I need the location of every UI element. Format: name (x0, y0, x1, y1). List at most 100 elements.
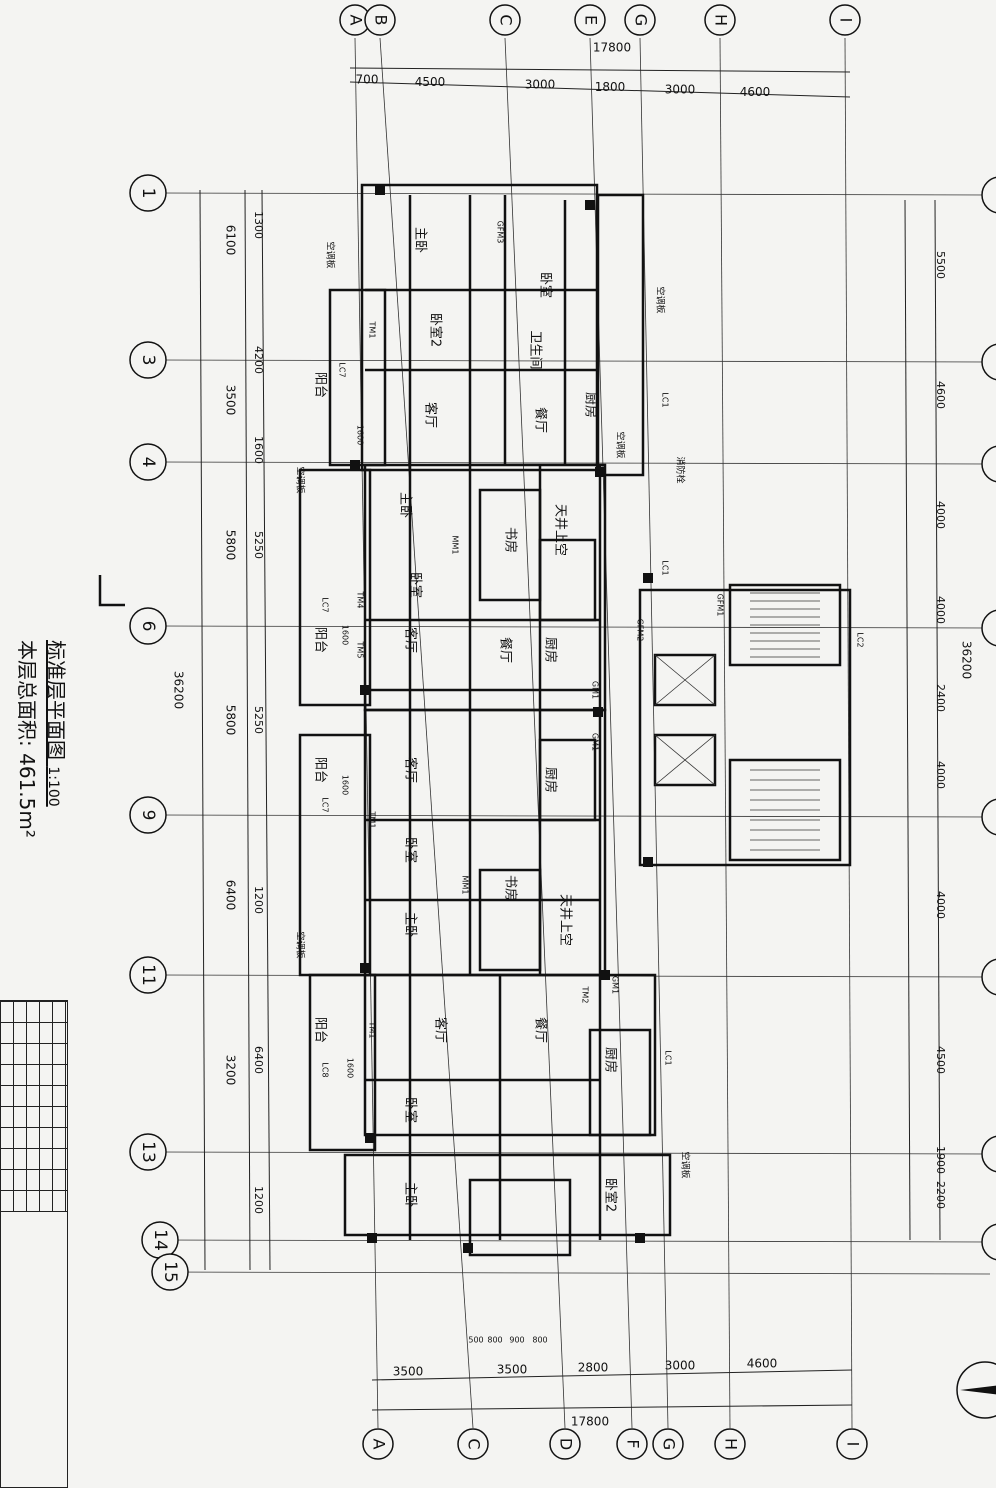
wall-outline (343, 1153, 672, 1237)
axis-label-top: A (347, 15, 366, 26)
column (365, 1133, 375, 1143)
dim-left-inner: 1200 (252, 886, 265, 914)
axis-bubble (714, 1428, 746, 1460)
section-mark (98, 575, 125, 607)
axis-bubble-right (981, 609, 996, 647)
axis-bubble (489, 4, 521, 36)
axis-bubble (624, 4, 656, 36)
door-window-tag: GFM3 (496, 221, 505, 244)
room-label: 空调板 (295, 931, 307, 958)
door-window-tag: 1600 (346, 1058, 355, 1078)
room-label: 书房 (503, 875, 519, 901)
axis-bubble-right (981, 343, 996, 381)
door-window-tag: MM1 (451, 536, 460, 555)
room-label: 空调板 (615, 431, 627, 458)
room-label: 卧室2 (428, 313, 444, 347)
plan-name: 标准层平面图 (44, 640, 68, 760)
axis-bubble-right (981, 798, 996, 836)
door-window-tag: GM1 (611, 976, 620, 994)
dim-top: 4600 (740, 85, 771, 99)
column (463, 1243, 473, 1253)
axis-label-left: 3 (138, 355, 158, 366)
north-arrow-icon (956, 1361, 996, 1419)
dim-right: 4500 (934, 1046, 947, 1074)
room-label: 阳台 (313, 372, 328, 398)
dim-line-total (199, 189, 206, 1271)
door-window-tag: MM1 (461, 876, 470, 895)
plan-scale: 1:100 (45, 766, 61, 807)
grid-line (159, 1239, 991, 1243)
dim-left-outer: 6400 (224, 880, 238, 911)
room-label: 主卧 (413, 227, 428, 253)
axis-bubble-right (981, 1135, 996, 1173)
room-label: 主卧 (398, 492, 413, 518)
dim-top: 3000 (665, 83, 696, 97)
door-window-tag: LC1 (661, 560, 670, 575)
door-window-tag: TM1 (368, 811, 377, 829)
dim-right: 2200 (934, 1181, 947, 1209)
room-label: 卧室 (403, 837, 419, 863)
axis-bubble (574, 4, 606, 36)
wall-outline (298, 733, 372, 977)
column (643, 573, 653, 583)
room-label: 消防栓 (675, 456, 687, 483)
column (360, 963, 370, 973)
door-window-tag: TM1 (368, 1021, 377, 1039)
dim-right: 4000 (934, 596, 947, 624)
dim-left-inner: 4200 (252, 346, 265, 374)
plan-title: 标准层平面图 1:100 本层总面积: 461.5m² (14, 640, 72, 838)
room-label: 天井上空 (558, 894, 573, 946)
grid-line (159, 1271, 991, 1275)
grid-line (159, 461, 991, 465)
room-label: 厨房 (543, 637, 559, 663)
column (350, 460, 360, 470)
door-window-tag: GFM2 (636, 619, 645, 642)
room-label: 厨房 (603, 1047, 619, 1073)
axis-bubble (652, 1428, 684, 1460)
dim-right: 5500 (934, 251, 947, 279)
axis-bubble (129, 607, 167, 645)
door-window-tag: GFM1 (716, 594, 725, 617)
axis-label-left: 4 (138, 457, 158, 468)
room-label: 阳台 (313, 627, 328, 653)
grid-line (159, 1151, 991, 1155)
axis-label-left: 11 (138, 964, 158, 986)
room-label: 餐厅 (498, 637, 514, 663)
room-label: 卧室 (403, 1097, 419, 1123)
floor-area: 本层总面积: 461.5m² (15, 640, 39, 838)
elevator-cross (654, 734, 716, 786)
door-window-tag: GM1 (591, 733, 600, 751)
room-label: 餐厅 (533, 407, 549, 433)
column (595, 467, 605, 477)
column (367, 1233, 377, 1243)
door-window-tag: LC1 (661, 392, 670, 407)
dim-line (349, 81, 851, 98)
dim-bottom: 2800 (578, 1361, 609, 1375)
dim-left-inner: 1600 (252, 436, 265, 464)
room-label: 餐厅 (533, 1017, 549, 1043)
axis-label-left: 14 (150, 1229, 170, 1251)
axis-bubble (129, 443, 167, 481)
dim-right: 2400 (934, 684, 947, 712)
elevator (653, 733, 717, 787)
room-label: 主卧 (403, 912, 418, 938)
dim-left-outer: 5800 (224, 705, 238, 736)
column (375, 185, 385, 195)
dim-bottom: 3000 (665, 1359, 696, 1373)
axis-label-bottom: D (557, 1438, 576, 1450)
dim-bottom-small: 500 (468, 1336, 483, 1345)
dim-left-inner: 1300 (252, 211, 265, 239)
axis-label-bottom: I (844, 1442, 863, 1447)
door-window-tag: 1600 (356, 425, 365, 445)
dim-bottom: 3500 (393, 1365, 424, 1379)
dim-left-outer: 3200 (224, 1055, 238, 1086)
dim-right-total: 36200 (960, 641, 974, 679)
north-arrow-icon (960, 1385, 996, 1395)
axis-label-bottom: H (722, 1438, 741, 1450)
grid-line (504, 37, 566, 1429)
door-window-tag: LC7 (321, 597, 330, 612)
room-label: 卧室 (538, 272, 554, 298)
wall-outline (596, 193, 645, 477)
axis-bubble (836, 1428, 868, 1460)
